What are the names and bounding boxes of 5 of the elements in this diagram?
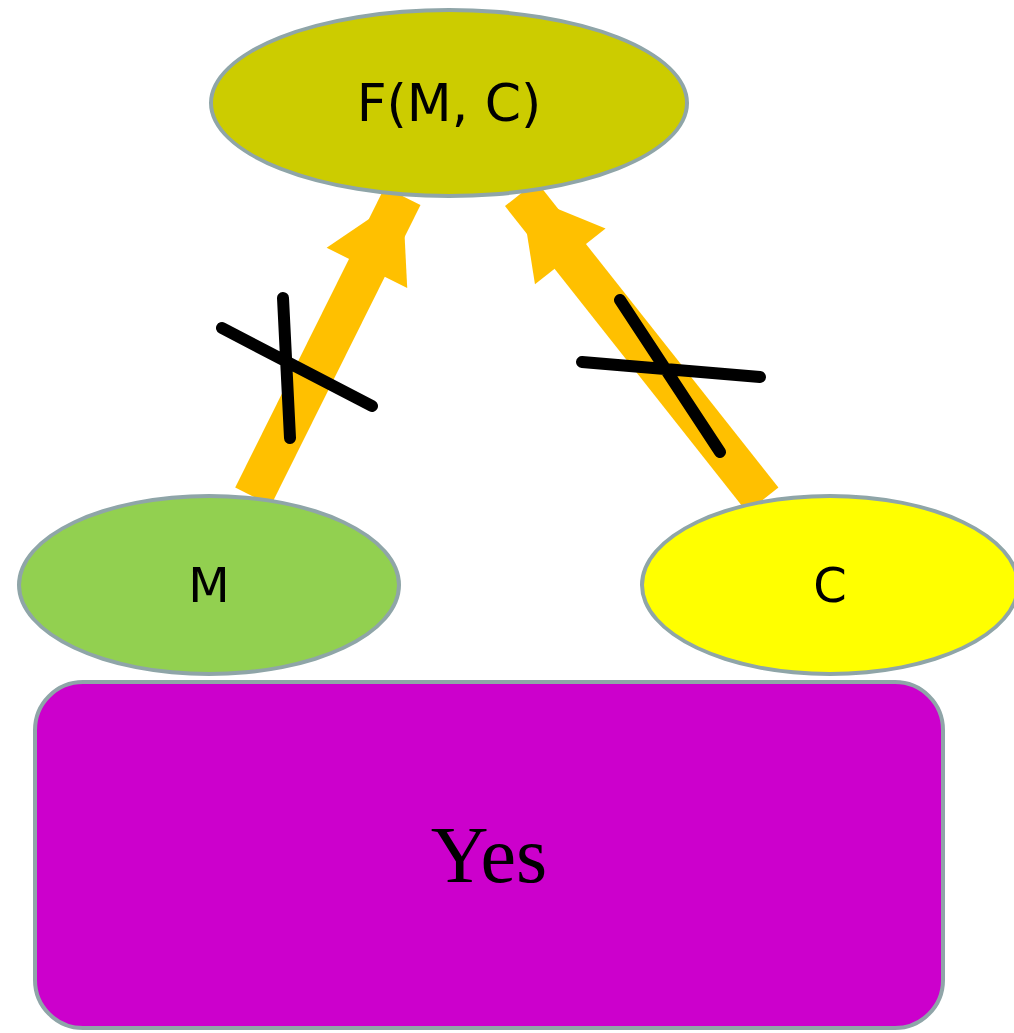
- node-label: Yes: [430, 809, 548, 901]
- node-label: C: [813, 557, 847, 613]
- rounded-box: [33, 680, 945, 1030]
- node-label: M: [188, 557, 230, 613]
- node-label: F(M, C): [356, 73, 542, 133]
